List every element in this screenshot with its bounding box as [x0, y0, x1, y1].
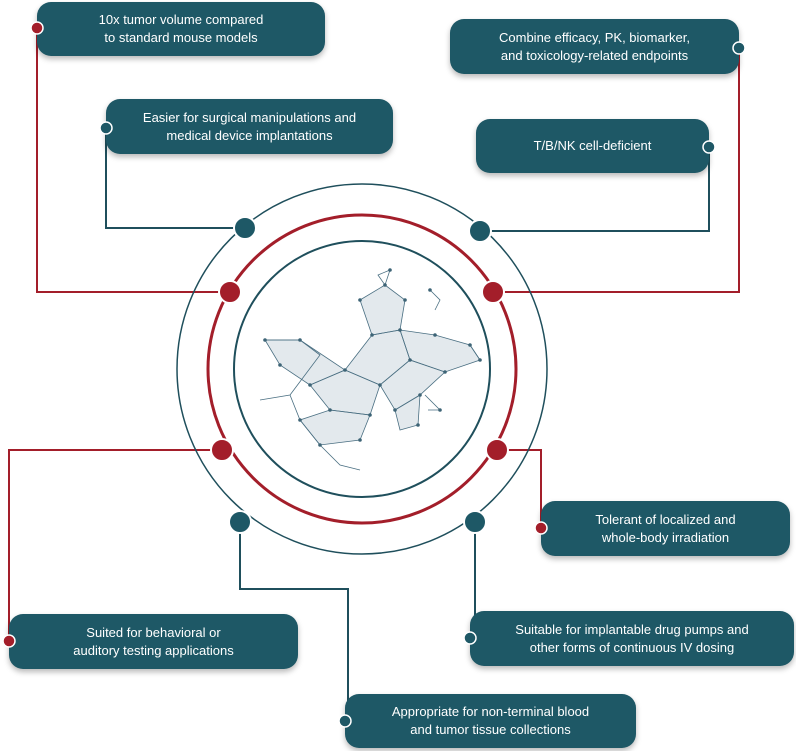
ring-nodes	[210, 216, 509, 534]
node-red-top-right	[481, 280, 505, 304]
connector-irradiation	[496, 449, 542, 528]
box-surgical: Easier for surgical manipulations and me…	[106, 99, 393, 154]
connector-behavioral	[8, 449, 222, 641]
polygonal-rat-head-icon	[259, 268, 482, 471]
node-teal-bottom-right	[463, 510, 487, 534]
node-red-bottom-left	[210, 438, 234, 462]
box-drug-pumps: Suitable for implantable drug pumps and …	[470, 611, 794, 666]
box-tumor-volume-text: 10x tumor volume compared to standard mo…	[98, 12, 264, 45]
inner-ring	[233, 240, 491, 498]
box-behavioral: Suited for behavioral or auditory testin…	[9, 614, 298, 669]
box-cell-deficient-text: T/B/NK cell-deficient	[533, 138, 652, 153]
box-behavioral-text: Suited for behavioral or auditory testin…	[73, 624, 234, 658]
node-teal-bottom-left	[228, 510, 252, 534]
box-endpoints-text: Combine efficacy, PK, biomarker, and tox…	[499, 29, 690, 63]
node-teal-top-left	[233, 216, 257, 240]
node-red-top-left	[218, 280, 242, 304]
connectors	[8, 28, 740, 721]
box-irradiation: Tolerant of localized and whole-body irr…	[541, 501, 790, 556]
outer-ring	[176, 183, 548, 555]
connector-tumor-volume	[36, 28, 226, 293]
connector-surgical	[105, 128, 245, 229]
connector-blood	[239, 522, 349, 721]
box-tumor-volume: 10x tumor volume compared to standard mo…	[37, 2, 325, 56]
box-endpoints: Combine efficacy, PK, biomarker, and tox…	[450, 19, 739, 74]
box-surgical-text: Easier for surgical manipulations and me…	[142, 109, 357, 143]
red-ring	[206, 213, 518, 525]
box-drug-pumps-text: Suitable for implantable drug pumps and …	[515, 621, 749, 655]
node-teal-top-right	[468, 219, 492, 243]
box-blood-text: Appropriate for non-terminal blood and t…	[391, 704, 590, 737]
box-blood: Appropriate for non-terminal blood and t…	[345, 694, 636, 748]
box-irradiation-text: Tolerant of localized and whole-body irr…	[595, 511, 736, 545]
box-cell-deficient: T/B/NK cell-deficient	[476, 119, 709, 173]
connector-cell-deficient	[480, 147, 710, 232]
node-red-bottom-right	[485, 438, 509, 462]
connector-endpoints	[493, 48, 740, 293]
